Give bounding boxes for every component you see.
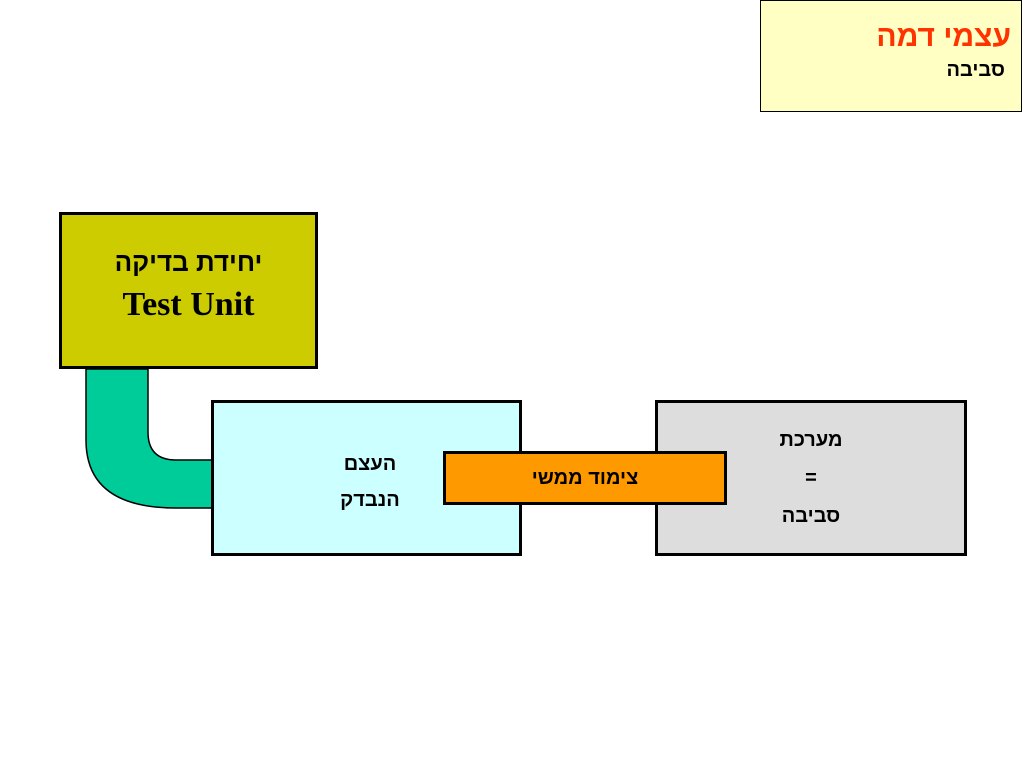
object-label-line-2: הנבדק xyxy=(340,489,400,511)
system-label-line-3: סביבה xyxy=(781,505,841,527)
test-unit-english-label: Test Unit xyxy=(122,285,255,323)
slide-title: עצמי דמה xyxy=(876,20,1011,53)
test-unit-hebrew-label: יחידת בדיקה xyxy=(114,246,263,277)
object-under-test-label: העצם הנבדק xyxy=(310,446,430,518)
object-label-line-1: העצם xyxy=(343,453,397,475)
title-box: עצמי דמה סביבה xyxy=(760,0,1022,112)
slide-subtitle: סביבה xyxy=(946,59,1005,81)
stub-label: צימוד ממשי xyxy=(531,466,639,489)
stub-box: צימוד ממשי xyxy=(443,451,727,505)
test-unit-box: יחידת בדיקה Test Unit xyxy=(59,212,318,369)
system-label-line-1: מערכת xyxy=(779,429,843,451)
system-label-line-2: = xyxy=(805,467,817,489)
